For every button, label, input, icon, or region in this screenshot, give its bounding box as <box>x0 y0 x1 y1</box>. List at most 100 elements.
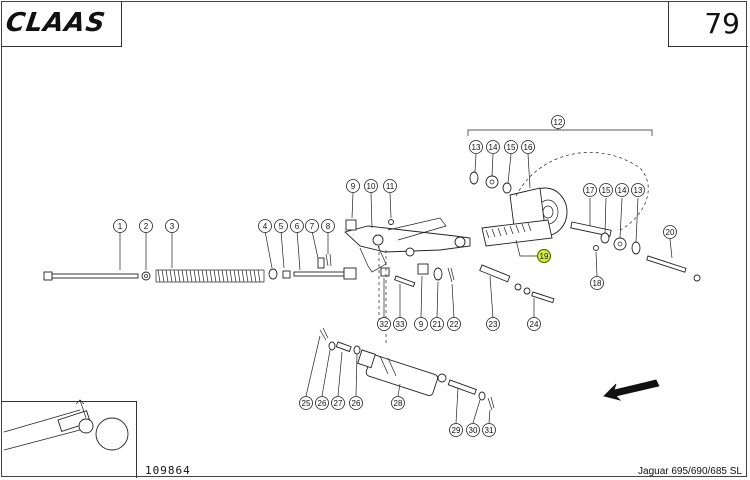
header-rule-right <box>668 46 748 47</box>
callout-label: 24 <box>530 320 539 329</box>
drawing-number: 109864 <box>145 464 191 477</box>
spacer-part-15 <box>502 182 512 194</box>
callout-3: 3 <box>165 219 179 233</box>
callout-label: 19 <box>540 252 549 261</box>
callout-circle <box>615 183 629 197</box>
callout-circle <box>527 317 541 331</box>
callout-26: 26 <box>315 396 329 410</box>
grease-nipple-part-18 <box>593 245 599 251</box>
callout-16: 16 <box>521 140 535 154</box>
callout-13: 13 <box>631 183 645 197</box>
callout-label: 15 <box>507 143 516 152</box>
callout-14: 14 <box>486 140 500 154</box>
callout-27: 27 <box>331 396 345 410</box>
bolt-part-20 <box>646 255 701 282</box>
callout-circle <box>393 317 407 331</box>
callout-label: 13 <box>634 186 643 195</box>
callout-21: 21 <box>430 317 444 331</box>
callout-circle <box>299 396 313 410</box>
callout-label: 8 <box>326 222 331 231</box>
pivot-pin-part-23 <box>479 264 511 283</box>
callout-circle <box>590 276 604 290</box>
callout-circle <box>486 140 500 154</box>
callout-label: 16 <box>524 143 533 152</box>
callout-label: 2 <box>144 222 149 231</box>
washer-part-26b <box>353 345 361 355</box>
callout-label: 26 <box>352 399 361 408</box>
threaded-rod-part <box>293 267 357 280</box>
pin-part-7 <box>317 257 325 269</box>
callout-circle <box>631 183 645 197</box>
callout-circle <box>430 317 444 331</box>
split-pin-part-25 <box>319 327 329 341</box>
callout-label: 31 <box>485 426 494 435</box>
callout-label: 14 <box>618 186 627 195</box>
bearing-part-14b <box>613 237 627 251</box>
callout-circle <box>469 140 483 154</box>
split-pin-part-31 <box>487 396 495 411</box>
callout-26: 26 <box>349 396 363 410</box>
callout-label: 10 <box>367 182 376 191</box>
axle-part-17 <box>570 221 612 237</box>
callout-32: 32 <box>377 317 391 331</box>
callout-15: 15 <box>599 183 613 197</box>
callout-label: 18 <box>593 279 602 288</box>
callout-circle <box>346 179 360 193</box>
page-number: 79 <box>704 7 740 40</box>
callout-29: 29 <box>449 423 463 437</box>
callout-label: 20 <box>666 228 675 237</box>
callout-label: 25 <box>302 399 311 408</box>
callout-7: 7 <box>305 219 319 233</box>
callout-4: 4 <box>258 219 272 233</box>
callout-circle <box>258 219 272 233</box>
callout-5: 5 <box>274 219 288 233</box>
callout-28: 28 <box>391 396 405 410</box>
callout-label: 32 <box>380 320 389 329</box>
pin-part-29 <box>447 379 477 395</box>
compression-spring-part <box>155 269 265 283</box>
callout-23: 23 <box>486 317 500 331</box>
callout-label: 5 <box>279 222 284 231</box>
long-bolt-part <box>43 271 139 281</box>
callout-label: 28 <box>394 399 403 408</box>
callout-11: 11 <box>383 179 397 193</box>
direction-arrow <box>603 379 660 401</box>
callout-circle <box>290 219 304 233</box>
callout-label: 22 <box>450 320 459 329</box>
callout-22: 22 <box>447 317 461 331</box>
callout-10: 10 <box>364 179 378 193</box>
nut-part-32 <box>380 267 390 277</box>
callout-6: 6 <box>290 219 304 233</box>
washer-part-2 <box>141 271 151 281</box>
bearing-part-14 <box>485 175 499 189</box>
callout-2: 2 <box>139 219 153 233</box>
pin-part-27 <box>335 341 352 353</box>
callout-17: 17 <box>583 183 597 197</box>
callout-33: 33 <box>393 317 407 331</box>
callout-circle <box>305 219 319 233</box>
callout-circle <box>486 317 500 331</box>
nut-part-5 <box>282 270 291 279</box>
callout-label: 15 <box>602 186 611 195</box>
callout-circle <box>331 396 345 410</box>
machine-model: Jaguar 695/690/685 SL <box>638 466 742 477</box>
callout-13: 13 <box>469 140 483 154</box>
callout-circle <box>349 396 363 410</box>
callout-label: 9 <box>351 182 356 191</box>
callout-label: 7 <box>310 222 315 231</box>
callout-19: 19 <box>536 248 552 264</box>
callout-label: 4 <box>263 222 268 231</box>
callout-1: 1 <box>113 219 127 233</box>
leader-lines <box>119 129 673 424</box>
callout-14: 14 <box>615 183 629 197</box>
callout-label: 30 <box>469 426 478 435</box>
callout-label: 6 <box>295 222 300 231</box>
callout-24: 24 <box>527 317 541 331</box>
callout-label: 26 <box>318 399 327 408</box>
callout-circle <box>165 219 179 233</box>
callout-circle <box>583 183 597 197</box>
callout-label: 33 <box>396 320 405 329</box>
callout-circle <box>599 183 613 197</box>
